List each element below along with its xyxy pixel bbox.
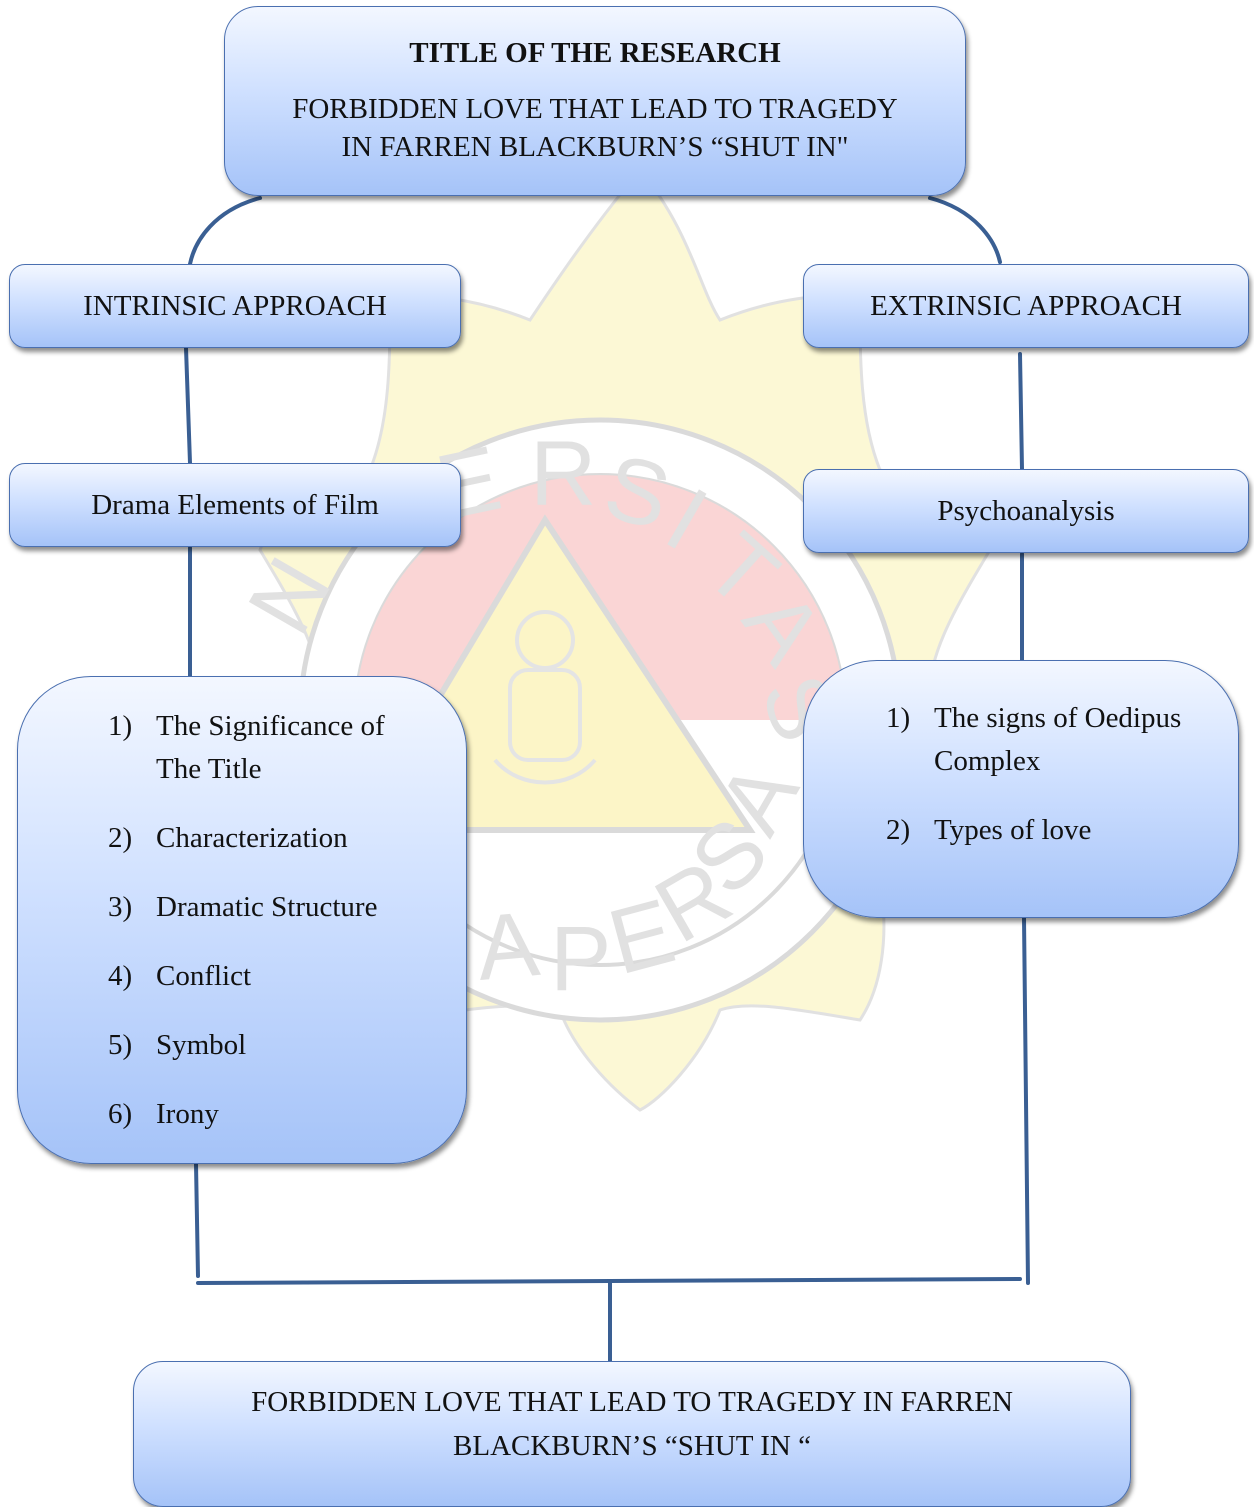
list-item-number: 3): [108, 891, 133, 923]
connector-arc-left: [188, 196, 262, 266]
list-item-text-line-1: The Significance of: [156, 710, 385, 742]
list-item-text: The Significance of The Title: [156, 705, 385, 791]
list-item-text-line-2: Complex: [934, 745, 1041, 777]
intrinsic-approach-label: INTRINSIC APPROACH: [83, 289, 387, 322]
list-item: 1) The Significance of The Title: [108, 705, 385, 791]
research-title-heading: TITLE OF THE RESEARCH: [409, 36, 781, 69]
list-item: 5) Symbol: [108, 1024, 385, 1067]
psychoanalysis-box: Psychoanalysis: [803, 469, 1249, 553]
list-item-number: 5): [108, 1029, 133, 1061]
result-title-line-1: FORBIDDEN LOVE THAT LEAD TO TRAGEDY IN F…: [251, 1386, 1013, 1418]
list-item-text-line-2: The Title: [156, 753, 262, 785]
svg-text:A: A: [473, 893, 544, 1000]
list-item-number: 4): [108, 960, 133, 992]
result-title-box: FORBIDDEN LOVE THAT LEAD TO TRAGEDY IN F…: [133, 1361, 1131, 1507]
intrinsic-elements-list-box: 1) The Significance of The Title 2) Char…: [17, 676, 467, 1164]
seal-figure: [493, 610, 597, 785]
extrinsic-elements-list: 1) The signs of Oedipus Complex 2) Types…: [886, 697, 1181, 878]
psychoanalysis-label: Psychoanalysis: [937, 494, 1115, 527]
list-item-number: 2): [108, 822, 133, 854]
list-item-number: 1): [108, 710, 133, 742]
extrinsic-elements-list-box: 1) The signs of Oedipus Complex 2) Types…: [803, 660, 1239, 918]
list-item-text: The signs of Oedipus Complex: [934, 697, 1181, 783]
intrinsic-approach-box: INTRINSIC APPROACH: [9, 264, 461, 348]
list-item-text: Symbol: [156, 1029, 247, 1061]
list-item: 1) The signs of Oedipus Complex: [886, 697, 1181, 783]
research-title-box: TITLE OF THE RESEARCH FORBIDDEN LOVE THA…: [224, 6, 966, 196]
connector-left-trunk-top: [184, 346, 192, 465]
connector-right-trunk-top: [1018, 352, 1024, 471]
result-title-line-2: BLACKBURN’S “SHUT IN “: [453, 1430, 811, 1462]
list-item-number: 6): [108, 1098, 133, 1130]
list-item-text: Conflict: [156, 960, 252, 992]
research-title-line-2: IN FARREN BLACKBURN’S “SHUT IN": [341, 130, 849, 163]
list-item-number: 1): [886, 702, 911, 734]
list-item-text-line-1: The signs of Oedipus: [934, 702, 1182, 734]
list-item: 6) Irony: [108, 1093, 385, 1136]
list-item-text: Types of love: [934, 814, 1092, 846]
list-item-number: 2): [886, 814, 911, 846]
list-item: 4) Conflict: [108, 955, 385, 998]
connector-left-trunk-bottom: [194, 1162, 200, 1278]
svg-text:P: P: [550, 908, 611, 1010]
drama-elements-label: Drama Elements of Film: [91, 488, 379, 521]
research-title-line-1: FORBIDDEN LOVE THAT LEAD TO TRAGEDY: [292, 92, 898, 125]
list-item-text: Dramatic Structure: [156, 891, 378, 923]
connector-arc-right: [928, 196, 1002, 264]
list-item-text: Characterization: [156, 822, 348, 854]
list-item: 2) Characterization: [108, 817, 385, 860]
extrinsic-approach-box: EXTRINSIC APPROACH: [803, 264, 1249, 348]
svg-text:R: R: [530, 423, 596, 525]
list-item-text: Irony: [156, 1098, 219, 1130]
connector-right-trunk-bottom: [1022, 916, 1030, 1285]
list-item: 2) Types of love: [886, 809, 1181, 852]
list-item: 3) Dramatic Structure: [108, 886, 385, 929]
intrinsic-elements-list: 1) The Significance of The Title 2) Char…: [108, 705, 385, 1162]
extrinsic-approach-label: EXTRINSIC APPROACH: [870, 289, 1182, 322]
drama-elements-box: Drama Elements of Film: [9, 463, 461, 547]
